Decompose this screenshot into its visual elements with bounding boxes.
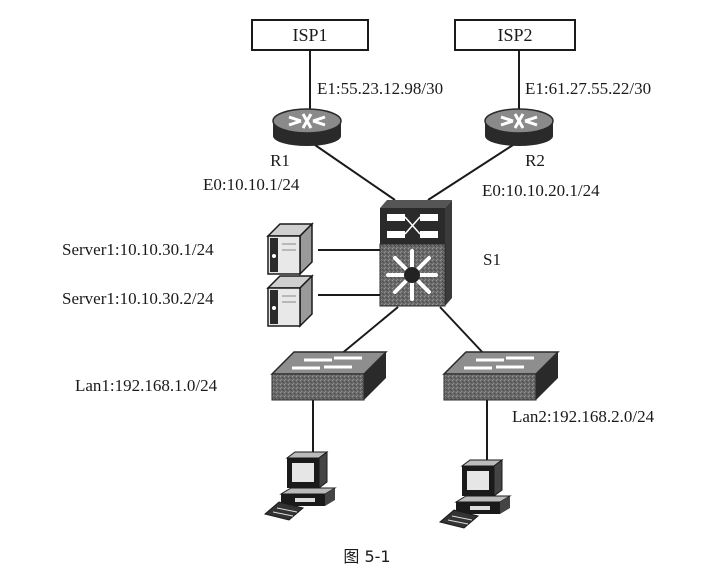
- isp2-box: ISP2: [454, 19, 576, 51]
- link-r2-s1: [427, 144, 514, 201]
- r2-label: R2: [525, 151, 545, 170]
- server1-icon: [266, 222, 314, 276]
- lan2-label: Lan2:192.168.2.0/24: [512, 407, 655, 426]
- figure-caption: 图 5-1: [343, 547, 390, 566]
- pc2-icon: [438, 459, 512, 529]
- link-r1-s1: [314, 144, 396, 201]
- r2-e1-label: E1:61.27.55.22/30: [525, 79, 651, 98]
- r1-label: R1: [270, 151, 290, 170]
- isp1-box: ISP1: [251, 19, 369, 51]
- server2-label: Server1:10.10.30.2/24: [62, 289, 214, 308]
- isp1-label: ISP1: [292, 25, 327, 45]
- server1-label: Server1:10.10.30.1/24: [62, 240, 214, 259]
- pc1-icon: [263, 451, 337, 521]
- lan1-label: Lan1:192.168.1.0/24: [75, 376, 218, 395]
- server2-icon: [266, 274, 314, 328]
- r2-e0-label: E0:10.10.20.1/24: [482, 181, 600, 200]
- router-r1-icon: [272, 108, 342, 146]
- link-s1-lan2: [439, 306, 486, 356]
- router-r2-icon: [484, 108, 554, 146]
- core-switch-s1-icon: [379, 200, 452, 307]
- r1-e1-label: E1:55.23.12.98/30: [317, 79, 443, 98]
- lan2-switch-icon: [442, 351, 560, 401]
- link-s1-lan1: [339, 306, 399, 356]
- lan1-switch-icon: [270, 351, 388, 401]
- s1-label: S1: [483, 250, 501, 269]
- isp2-label: ISP2: [497, 25, 532, 45]
- r1-e0-label: E0:10.10.1/24: [203, 175, 300, 194]
